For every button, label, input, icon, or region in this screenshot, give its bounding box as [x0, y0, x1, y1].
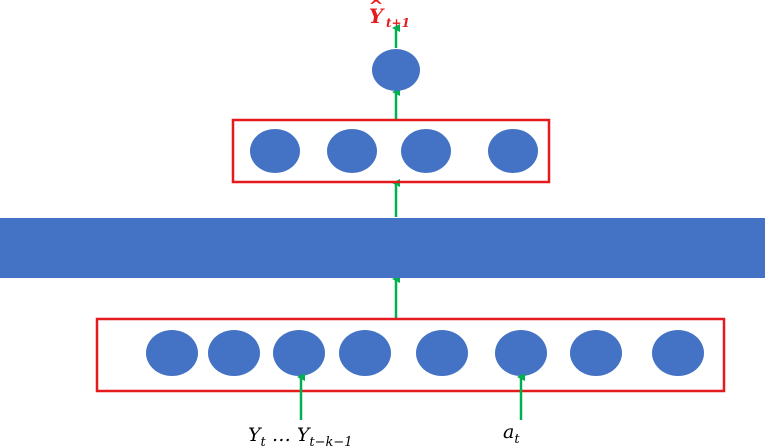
action-input-label: at	[503, 421, 520, 447]
input-node-7	[570, 330, 622, 376]
input-node-2	[208, 330, 260, 376]
input-layer-nodes	[146, 330, 704, 376]
input-node-3	[273, 330, 325, 376]
input-layer-frame	[95, 317, 726, 393]
input-node-5	[416, 330, 468, 376]
output-symbol: Y	[369, 4, 385, 28]
hidden-node-3	[401, 129, 451, 173]
input-node-6	[495, 330, 547, 376]
output-node	[372, 49, 420, 91]
output-subscript: t+1	[386, 16, 410, 30]
history-Y: Y	[248, 424, 263, 446]
input-node-4	[339, 330, 391, 376]
history-mid: … Y	[266, 424, 312, 446]
history-sub-t: t	[261, 435, 267, 448]
hidden-node-1	[250, 129, 300, 173]
hidden-node-2	[327, 129, 377, 173]
action-a: a	[503, 421, 514, 443]
input-node-8	[652, 330, 704, 376]
hidden-layer-nodes	[250, 129, 538, 173]
input-node-1	[146, 330, 198, 376]
hidden-layer-frame	[231, 118, 551, 184]
history-input-label: Yt … Yt−k−1	[248, 424, 353, 448]
action-sub-t: t	[514, 432, 520, 447]
output-hat: ^	[368, 0, 383, 17]
output-label: ^ Y t+1	[368, 0, 410, 30]
history-sub-tk: t−k−1	[309, 435, 352, 448]
hidden-node-4	[488, 129, 538, 173]
dense-layer-band	[0, 218, 765, 278]
